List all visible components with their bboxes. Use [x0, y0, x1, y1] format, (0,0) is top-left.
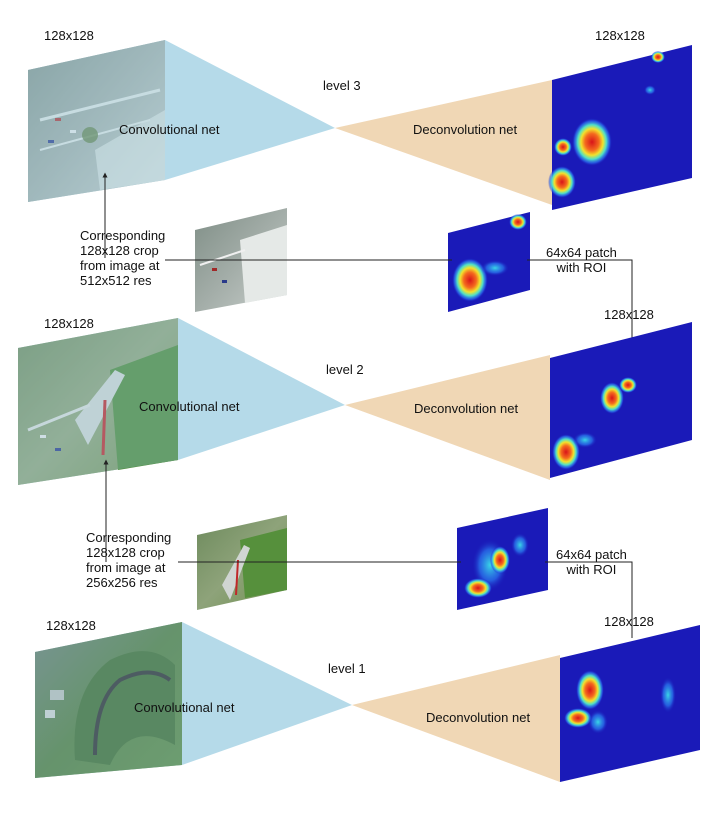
transition-1-crop-label: Corresponding 128x128 crop from image at…	[80, 228, 166, 288]
level-1-decoder-label: Deconvolution net	[426, 710, 531, 725]
level-3-group	[28, 40, 692, 258]
level-2-output-heatmap	[550, 322, 692, 478]
level-2-input-size-label: 128x128	[44, 316, 94, 331]
level-1-input-image	[35, 622, 182, 778]
level-2-name-label: level 2	[326, 362, 364, 377]
transition-2-group	[178, 508, 633, 638]
level-2-decoder-wedge	[345, 355, 550, 480]
level-2-group	[18, 318, 692, 562]
transition-1-patch-heatmap	[448, 212, 530, 312]
level-1-encoder-label: Convolutional net	[134, 700, 235, 715]
transition-2-crop-label: Corresponding 128x128 crop from image at…	[86, 530, 172, 590]
level-1-group	[35, 622, 700, 782]
level-1-input-size-label: 128x128	[46, 618, 96, 633]
level-1-output-heatmap	[560, 625, 700, 782]
level-1-name-label: level 1	[328, 661, 366, 676]
level-3-decoder-wedge	[335, 80, 552, 205]
level-3-output-size-label: 128x128	[595, 28, 645, 43]
transition-1-group	[165, 208, 633, 342]
transition-1-patch-label: 64x64 patch with ROI	[546, 245, 617, 275]
level-2-input-image	[18, 318, 178, 485]
transition-2-patch-connector	[545, 561, 633, 638]
level-3-input-size-label: 128x128	[44, 28, 94, 43]
level-1-decoder-wedge	[352, 655, 560, 782]
transition-2-patch-label: 64x64 patch with ROI	[556, 547, 627, 577]
level-3-input-image	[28, 40, 165, 202]
level-2-output-size-label: 128x128	[604, 307, 654, 322]
transition-2-patch-heatmap	[457, 508, 548, 610]
level-2-encoder-label: Convolutional net	[139, 399, 240, 414]
level-1-output-size-label: 128x128	[604, 614, 654, 629]
level-3-name-label: level 3	[323, 78, 361, 93]
level-2-decoder-label: Deconvolution net	[414, 401, 519, 416]
level-3-encoder-label: Convolutional net	[119, 122, 220, 137]
level-3-output-heatmap	[548, 45, 692, 210]
transition-1-patch-connector	[527, 259, 633, 342]
level-3-decoder-label: Deconvolution net	[413, 122, 518, 137]
